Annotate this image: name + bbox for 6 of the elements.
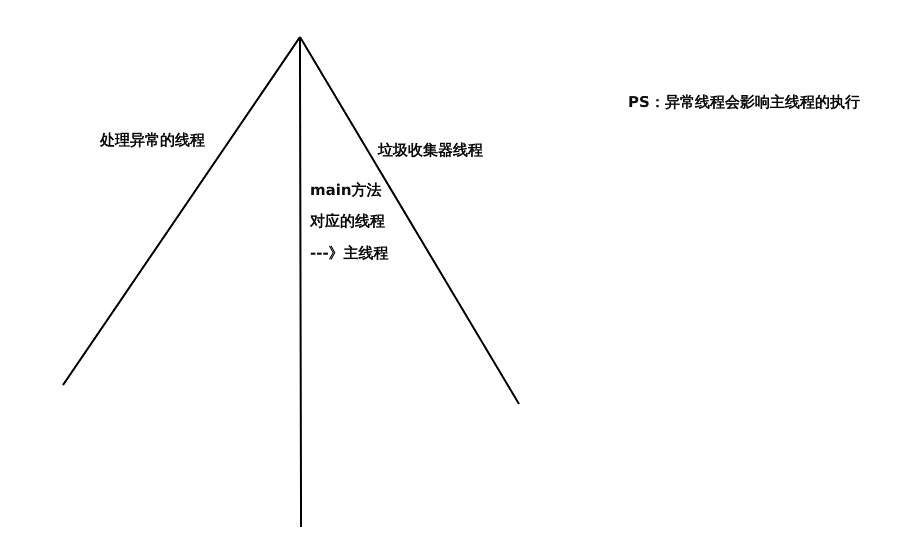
thread-label: 垃圾收集器线程 (378, 140, 483, 160)
thread-label: 处理异常的线程 (100, 130, 205, 150)
note-text: PS：异常线程会影响主线程的执行 (628, 92, 860, 112)
thread-label: main方法 (310, 180, 382, 200)
thread-label: 对应的线程 (310, 211, 385, 231)
thread-label: ---》主线程 (310, 243, 389, 263)
